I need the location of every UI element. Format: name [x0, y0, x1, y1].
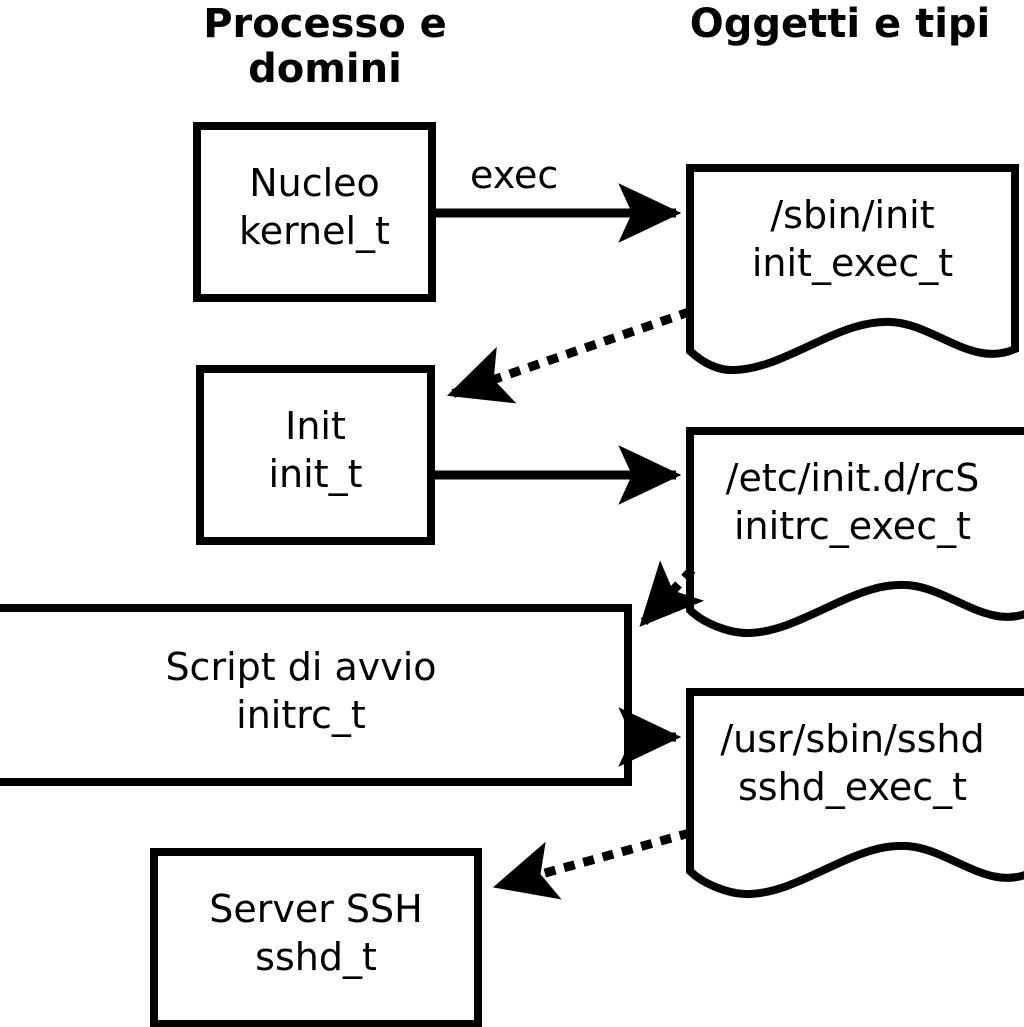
column-header-objects: Oggetti e tipi: [660, 2, 1020, 47]
object-node-sshd-exec[interactable]: [686, 688, 1024, 899]
process-node-sshd[interactable]: [150, 848, 482, 1027]
object-node-initrc-exec[interactable]: [686, 427, 1024, 638]
process-node-initrc[interactable]: [0, 604, 632, 786]
object-node-init-exec[interactable]: [686, 164, 1019, 375]
edge-initrc-exec-to-initrc: [636, 560, 705, 630]
column-header-processes: Processo e domini: [140, 2, 510, 92]
edge-init-exec-to-init: [446, 307, 692, 404]
process-node-init[interactable]: [196, 365, 435, 545]
column-header-processes-line1: Processo: [203, 1, 406, 47]
column-header-objects-line1: Oggetti e: [689, 1, 902, 47]
column-header-processes-line2: e domini: [248, 1, 447, 92]
edge-sshd-exec-to-sshd: [492, 828, 692, 900]
column-header-objects-line2: tipi: [915, 1, 991, 47]
process-node-kernel[interactable]: [193, 122, 436, 302]
